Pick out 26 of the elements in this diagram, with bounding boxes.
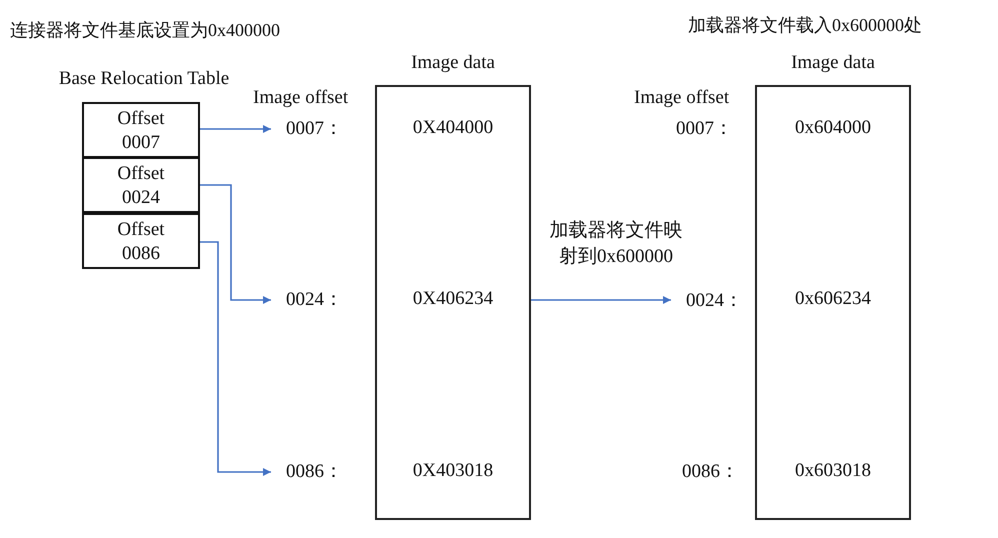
arrow [200, 125, 271, 133]
arrow [200, 241, 271, 476]
address-value: 0X403018 [412, 460, 494, 482]
address-value: 0x604000 [794, 117, 872, 139]
caption-text: 连接器将文件基底设置为0x400000 [10, 19, 280, 42]
caption-text: 加载器将文件载入0x600000处 [688, 14, 922, 37]
address-value: 0X406234 [412, 288, 494, 310]
arrow [200, 184, 271, 304]
column-heading: Image offset [253, 87, 348, 109]
table-cell: Offset 0007 [82, 102, 200, 158]
offset-label: 0086： [272, 459, 342, 485]
offset-label: 0086： [668, 459, 738, 485]
offset-label: 0024： [272, 287, 342, 313]
column-heading: Image offset [634, 87, 730, 109]
arrow [531, 296, 671, 304]
table-cell: Offset 0086 [82, 213, 200, 269]
address-value: 0X404000 [412, 117, 494, 139]
column-heading: Image data [790, 52, 876, 74]
offset-label: 0007： [662, 116, 732, 142]
address-value: 0x606234 [794, 288, 872, 310]
table-cell: Offset 0024 [82, 157, 200, 213]
table-title: Base Relocation Table [58, 68, 230, 90]
address-value: 0x603018 [794, 460, 872, 482]
column-heading: Image data [410, 52, 496, 74]
offset-label: 0024： [672, 288, 742, 314]
offset-label: 0007： [272, 116, 342, 142]
